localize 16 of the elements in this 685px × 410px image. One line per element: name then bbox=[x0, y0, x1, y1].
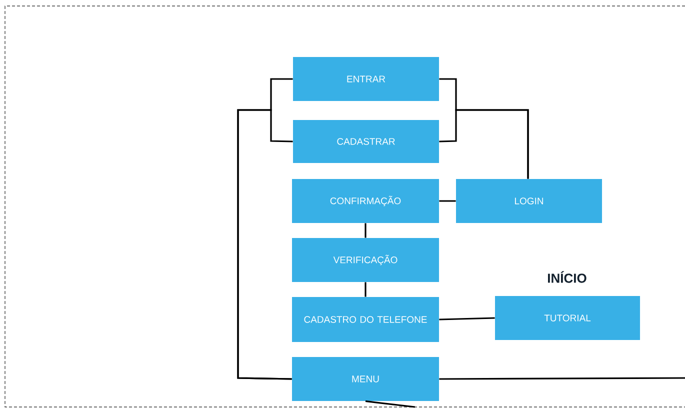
process-box: VERIFICAÇÃO bbox=[292, 238, 439, 282]
connector-line bbox=[364, 223, 366, 238]
connector-line bbox=[364, 282, 366, 297]
process-box: CADASTRO DO TELEFONE bbox=[292, 297, 439, 342]
process-box: CONFIRMAÇÃO bbox=[292, 179, 439, 223]
connector-line bbox=[439, 377, 685, 380]
process-box: LOGIN bbox=[456, 179, 602, 223]
section-heading: INÍCIO bbox=[548, 271, 586, 283]
connector-line bbox=[439, 317, 495, 320]
process-box: ENTRAR bbox=[293, 57, 439, 101]
process-box: CADASTRAR bbox=[293, 120, 439, 163]
connector-line bbox=[365, 400, 416, 408]
connector-line bbox=[439, 109, 529, 179]
process-box: TUTORIAL bbox=[495, 296, 640, 340]
connector-line bbox=[439, 200, 456, 202]
process-box: MENU bbox=[292, 357, 439, 401]
